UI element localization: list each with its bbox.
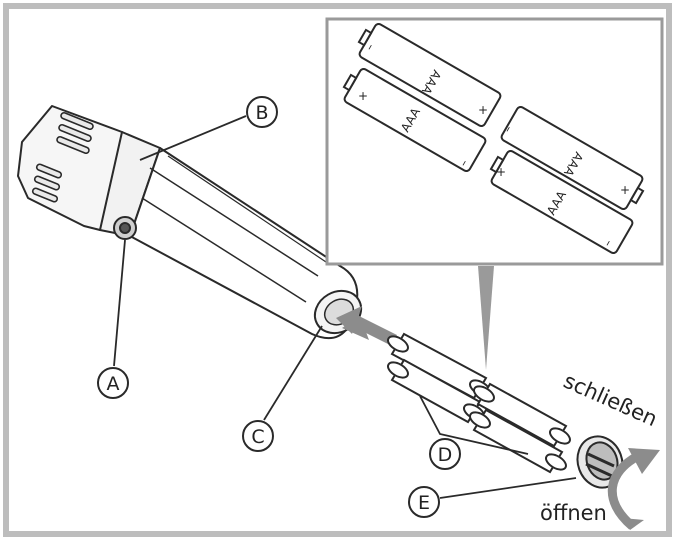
grip-line — [167, 155, 327, 263]
insert-arrow-body — [350, 314, 397, 346]
plus-sign: + — [620, 183, 630, 197]
leader-line-e — [439, 477, 577, 499]
insert-arrow-head — [336, 306, 362, 334]
loose-batteries — [387, 332, 571, 474]
rotate-arrow — [607, 448, 660, 530]
callout-e: E — [408, 486, 440, 518]
loose-battery — [469, 408, 567, 474]
power-switch-center — [119, 222, 131, 234]
callout-b-label: B — [255, 102, 268, 124]
leader-line-d — [419, 395, 529, 455]
inset-battery-2 — [342, 68, 487, 172]
leader-line-a — [113, 239, 126, 367]
grip-line — [149, 167, 319, 277]
head-vents — [31, 111, 94, 203]
loose-battery — [387, 358, 485, 424]
callout-d: D — [429, 438, 461, 470]
grip-line — [141, 197, 307, 303]
leader-lines — [113, 115, 577, 499]
plus-sign: + — [358, 89, 368, 103]
callout-a: A — [97, 367, 129, 399]
callout-e-label: E — [418, 492, 430, 514]
plus-sign: + — [478, 103, 488, 117]
inset-pointer — [478, 266, 494, 370]
leader-line-c — [263, 325, 323, 421]
inset-battery-1 — [357, 23, 502, 127]
callout-c: C — [242, 420, 274, 452]
inset-batteries — [342, 23, 645, 254]
open-label: öffnen — [540, 501, 607, 525]
loose-battery — [473, 382, 571, 448]
plus-sign: + — [496, 165, 506, 179]
callout-d-label: D — [438, 444, 453, 466]
callout-b: B — [246, 96, 278, 128]
callout-a-label: A — [107, 373, 120, 395]
inset-battery-4 — [489, 150, 634, 254]
inset-battery-3 — [500, 106, 645, 210]
end-cap — [576, 435, 624, 489]
leader-line-b — [139, 115, 247, 161]
flashlight — [17, 105, 363, 340]
callout-c-label: C — [251, 426, 264, 448]
